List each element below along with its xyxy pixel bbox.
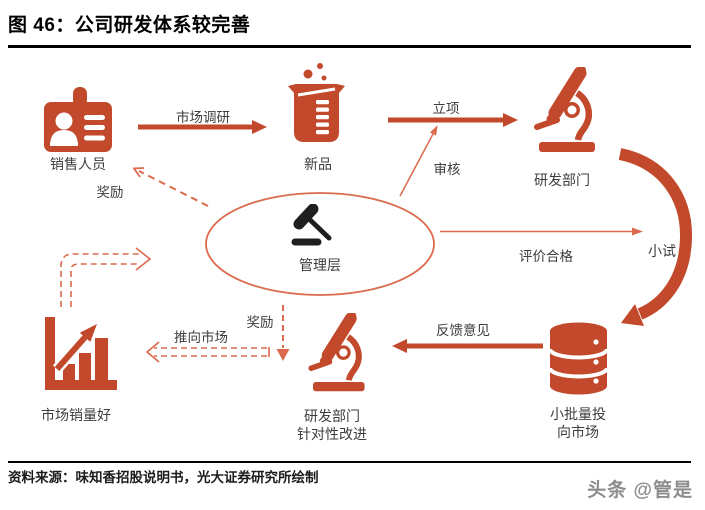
- watermark-text: 头条 @管是: [587, 480, 693, 501]
- beaker-icon: [288, 62, 345, 156]
- node-label-pilot-test: 小试: [648, 243, 676, 259]
- node-label-market-sales: 市场销量好: [41, 407, 111, 423]
- microscope-icon: [299, 312, 373, 394]
- edge-label-review: 审核: [433, 162, 461, 177]
- edge-label-project-approval: 立项: [432, 101, 460, 116]
- node-label-management: 管理层: [299, 257, 341, 273]
- report-sales-dashed-arrow: [60, 247, 152, 307]
- edge-label-reward-top: 奖励: [96, 185, 124, 200]
- feedback-arrow: [392, 339, 543, 353]
- database-icon: [548, 322, 609, 395]
- push-to-market-dashed-arrow: [145, 341, 270, 363]
- bar-chart-icon: [45, 317, 117, 390]
- evaluation-pass-arrow: [440, 227, 643, 236]
- id-badge-icon: [44, 86, 112, 152]
- pilot-curve-arrow: [618, 148, 693, 326]
- reward-bottom-arrow: [276, 305, 290, 361]
- gavel-icon: [289, 203, 337, 248]
- node-label-new-product: 新品: [304, 156, 332, 172]
- node-label-small-batch: 小批量投 向市场: [550, 406, 606, 440]
- node-label-rd-dept: 研发部门: [534, 172, 590, 188]
- project-approval-arrow: [388, 113, 518, 127]
- edge-label-market-research: 市场调研: [176, 110, 230, 125]
- title-divider: [8, 45, 691, 48]
- reward-top-arrow: [132, 167, 209, 207]
- node-label-sales: 销售人员: [50, 156, 106, 172]
- edge-label-reward-bottom: 奖励: [246, 315, 274, 330]
- review-arrow: [399, 125, 438, 197]
- node-label-rd-improve: 研发部门 针对性改进: [297, 408, 367, 442]
- edge-label-feedback: 反馈意见: [436, 323, 490, 338]
- microscope-icon: [524, 66, 604, 155]
- edge-label-push-to-market: 推向市场: [174, 330, 228, 345]
- market-research-arrow: [138, 120, 267, 134]
- management-ellipse: [205, 192, 435, 296]
- footer-divider: [8, 461, 691, 463]
- page-title: 图 46：公司研发体系较完善: [8, 15, 251, 36]
- edge-label-evaluation-pass: 评价合格: [519, 249, 573, 264]
- source-note: 资料来源：味知香招股说明书，光大证券研究所绘制: [8, 470, 319, 485]
